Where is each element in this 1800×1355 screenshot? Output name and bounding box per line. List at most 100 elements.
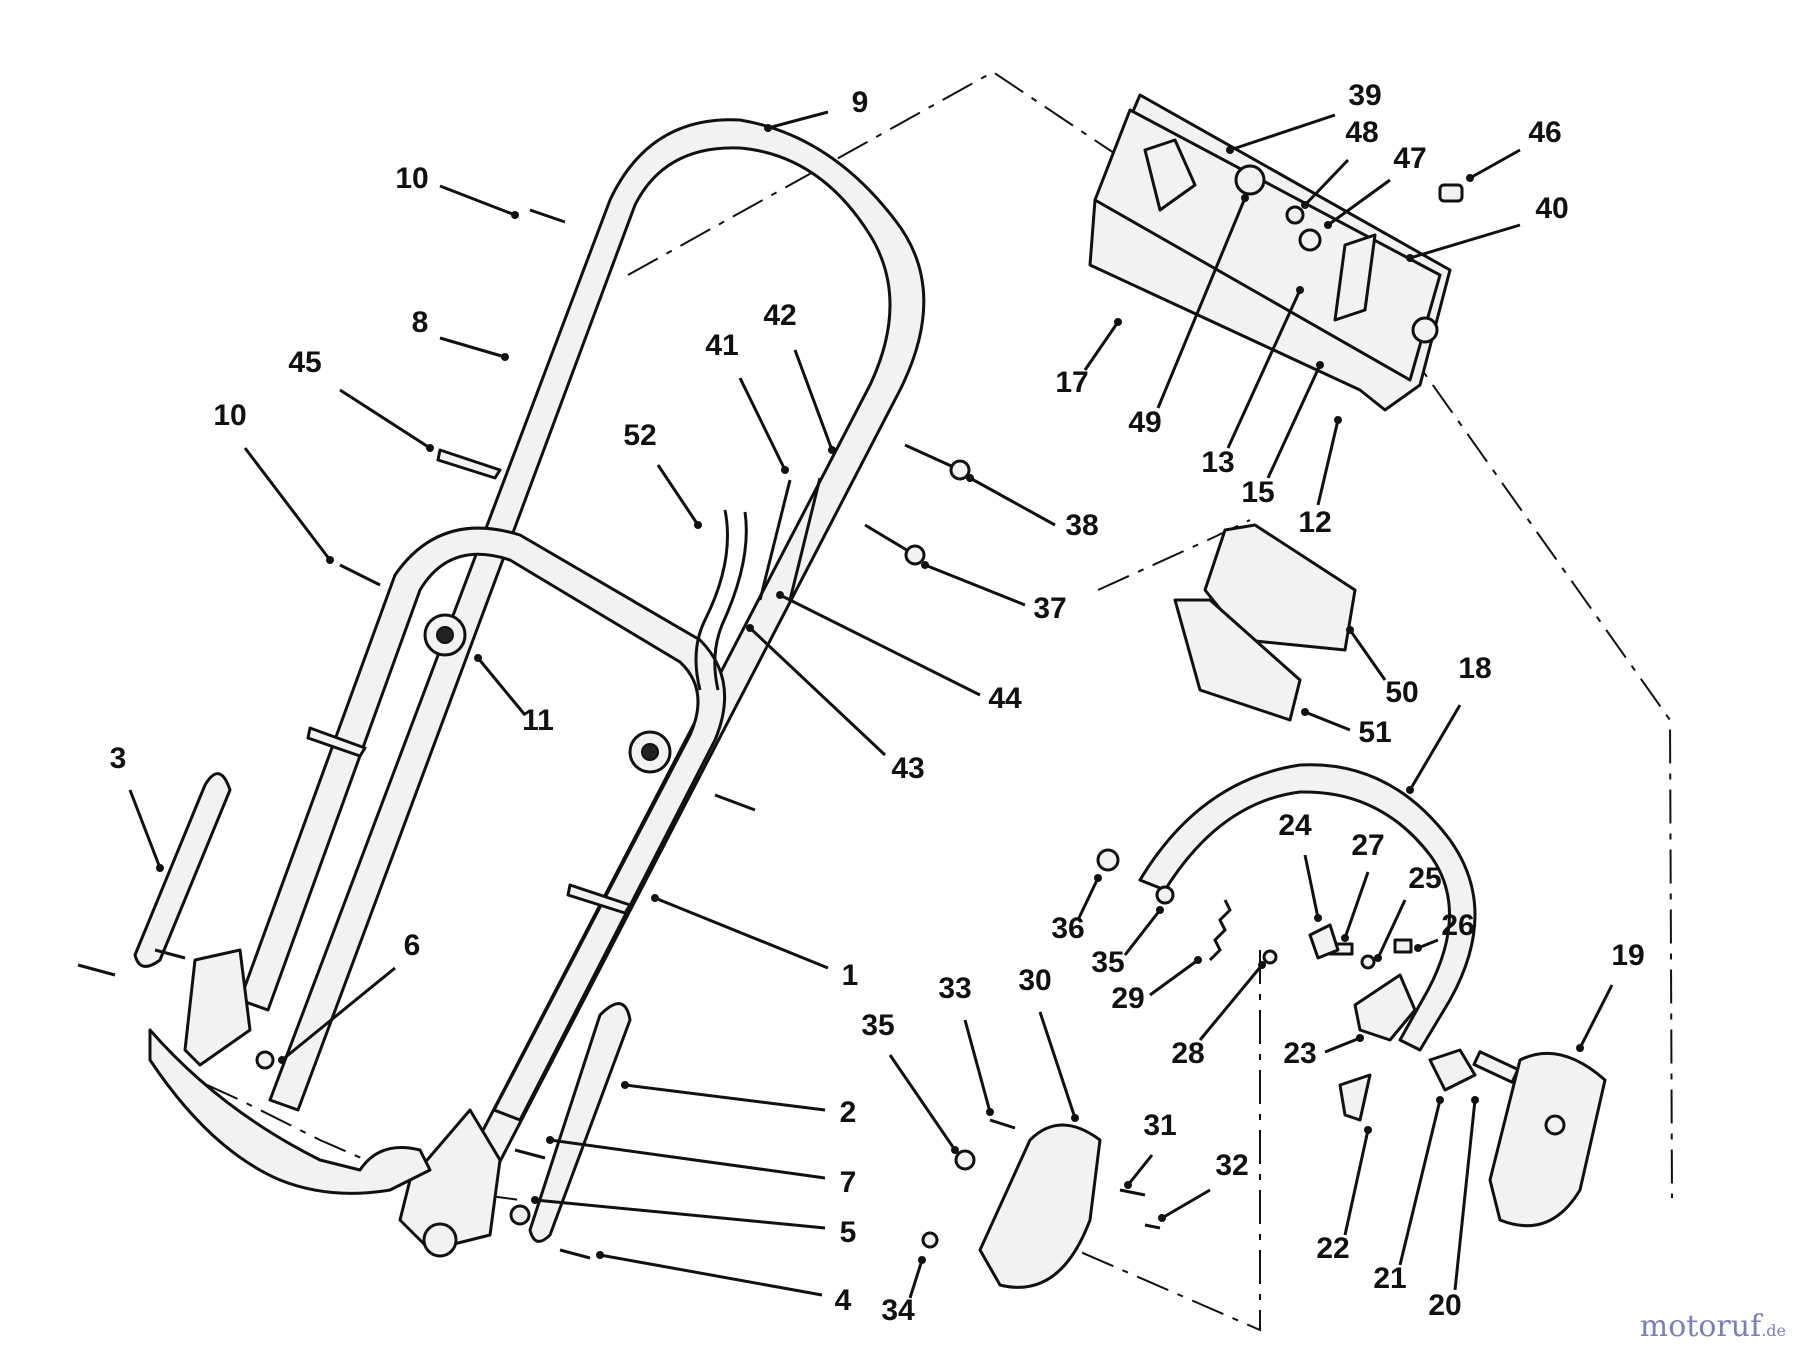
leader-dot-34 xyxy=(918,1256,926,1264)
leader-line-29 xyxy=(1149,958,1199,997)
leader-dot-28 xyxy=(1258,961,1266,969)
leader-dot-17 xyxy=(1114,318,1122,326)
clip-handle-1 xyxy=(566,883,632,915)
leader-dot-35 xyxy=(1156,906,1164,914)
leader-dot-33 xyxy=(986,1108,994,1116)
callout-6: 6 xyxy=(404,929,421,962)
leader-line-38 xyxy=(969,476,1056,527)
leader-dot-51 xyxy=(1301,708,1309,716)
leader-line-49 xyxy=(1156,197,1247,409)
switch-46 xyxy=(1438,183,1464,203)
pivot-plate-right xyxy=(398,1108,502,1252)
leader-line-7 xyxy=(549,1138,826,1180)
leader-dot-1 xyxy=(651,894,659,902)
leader-line-48 xyxy=(1303,158,1350,207)
watermark: motoruf.de xyxy=(1640,1309,1786,1344)
leader-dot-36 xyxy=(1094,874,1102,882)
leader-dot-29 xyxy=(1194,956,1202,964)
leader-line-47 xyxy=(1327,178,1391,227)
leader-dot-27 xyxy=(1341,934,1349,942)
callout-28: 28 xyxy=(1171,1037,1204,1070)
leader-line-10 xyxy=(243,447,332,561)
leader-line-5 xyxy=(534,1198,826,1230)
leader-dot-23 xyxy=(1356,1034,1364,1042)
leader-line-24 xyxy=(1303,854,1320,919)
handle-knob-left-center xyxy=(436,626,454,644)
leader-dot-41 xyxy=(781,466,789,474)
callout-24: 24 xyxy=(1278,809,1312,842)
bracket-23 xyxy=(1353,973,1417,1042)
leader-line-17 xyxy=(1083,321,1120,371)
leader-dot-48 xyxy=(1301,201,1309,209)
callout-34: 34 xyxy=(881,1294,915,1327)
leader-line-44 xyxy=(779,593,981,697)
callout-46: 46 xyxy=(1528,116,1561,149)
reference-line-bottom xyxy=(1029,950,1261,1332)
leader-line-30 xyxy=(1038,1011,1077,1119)
bolt-rear-left xyxy=(77,963,116,977)
leader-line-35 xyxy=(888,1054,957,1151)
callout-41: 41 xyxy=(705,329,738,362)
leader-line-10 xyxy=(439,184,516,217)
callout-labels: 1234567891010111213151718192021222324252… xyxy=(110,79,1645,1327)
bolt-7 xyxy=(514,1148,546,1160)
leader-dot-15 xyxy=(1316,361,1324,369)
leader-line-19 xyxy=(1578,984,1614,1049)
callout-48: 48 xyxy=(1345,116,1378,149)
callout-15: 15 xyxy=(1241,476,1274,509)
bushing-36 xyxy=(1096,848,1120,872)
leader-line-50 xyxy=(1348,629,1387,681)
leader-dot-45 xyxy=(426,444,434,452)
callout-35: 35 xyxy=(861,1009,894,1042)
leader-line-6 xyxy=(281,966,396,1062)
callout-17: 17 xyxy=(1055,366,1088,399)
leader-line-42 xyxy=(793,349,834,451)
drive-bail xyxy=(1138,763,1477,1052)
nut-6 xyxy=(255,1050,275,1070)
lever-22 xyxy=(1338,1073,1372,1122)
callout-39: 39 xyxy=(1348,79,1381,112)
leader-dot-52 xyxy=(694,521,702,529)
leader-dot-39 xyxy=(1226,146,1234,154)
leader-dot-12 xyxy=(1334,416,1342,424)
drive-lever-slot xyxy=(1333,233,1377,322)
cover-bolt-hole xyxy=(1544,1114,1566,1136)
callout-47: 47 xyxy=(1393,142,1426,175)
callout-4: 4 xyxy=(835,1284,852,1317)
callout-7: 7 xyxy=(840,1166,857,1199)
nut-48 xyxy=(1285,205,1305,225)
callout-49: 49 xyxy=(1128,406,1161,439)
bolt-37-head xyxy=(904,544,926,566)
leader-dot-40 xyxy=(1406,254,1414,262)
callout-19: 19 xyxy=(1611,939,1644,972)
washer-35-lower xyxy=(954,1149,976,1171)
leader-dot-31 xyxy=(1124,1181,1132,1189)
washer-35-upper xyxy=(1155,885,1175,905)
leader-line-15 xyxy=(1266,364,1322,479)
callout-40: 40 xyxy=(1535,192,1568,225)
callout-12: 12 xyxy=(1298,506,1331,539)
leader-line-21 xyxy=(1398,1099,1442,1266)
clip-25 xyxy=(1360,954,1376,970)
leader-dot-32 xyxy=(1158,1214,1166,1222)
leader-dot-30 xyxy=(1071,1114,1079,1122)
callout-10: 10 xyxy=(213,399,246,432)
leader-dot-8 xyxy=(501,353,509,361)
leader-line-23 xyxy=(1324,1036,1361,1054)
callout-3: 3 xyxy=(110,742,127,775)
clip-45 xyxy=(436,448,502,480)
lower-handle xyxy=(238,526,727,1122)
leader-dot-22 xyxy=(1364,1126,1372,1134)
housing-hole xyxy=(1411,316,1439,344)
leader-dot-10 xyxy=(326,556,334,564)
handle-knob-right-center xyxy=(641,743,659,761)
battery-tray xyxy=(1173,598,1302,722)
washer-47 xyxy=(1298,228,1322,252)
callout-21: 21 xyxy=(1373,1262,1406,1295)
callout-9: 9 xyxy=(852,86,869,119)
leader-dot-24 xyxy=(1314,914,1322,922)
callout-30: 30 xyxy=(1018,964,1051,997)
callout-27: 27 xyxy=(1351,829,1384,862)
latch-24 xyxy=(1308,923,1340,960)
